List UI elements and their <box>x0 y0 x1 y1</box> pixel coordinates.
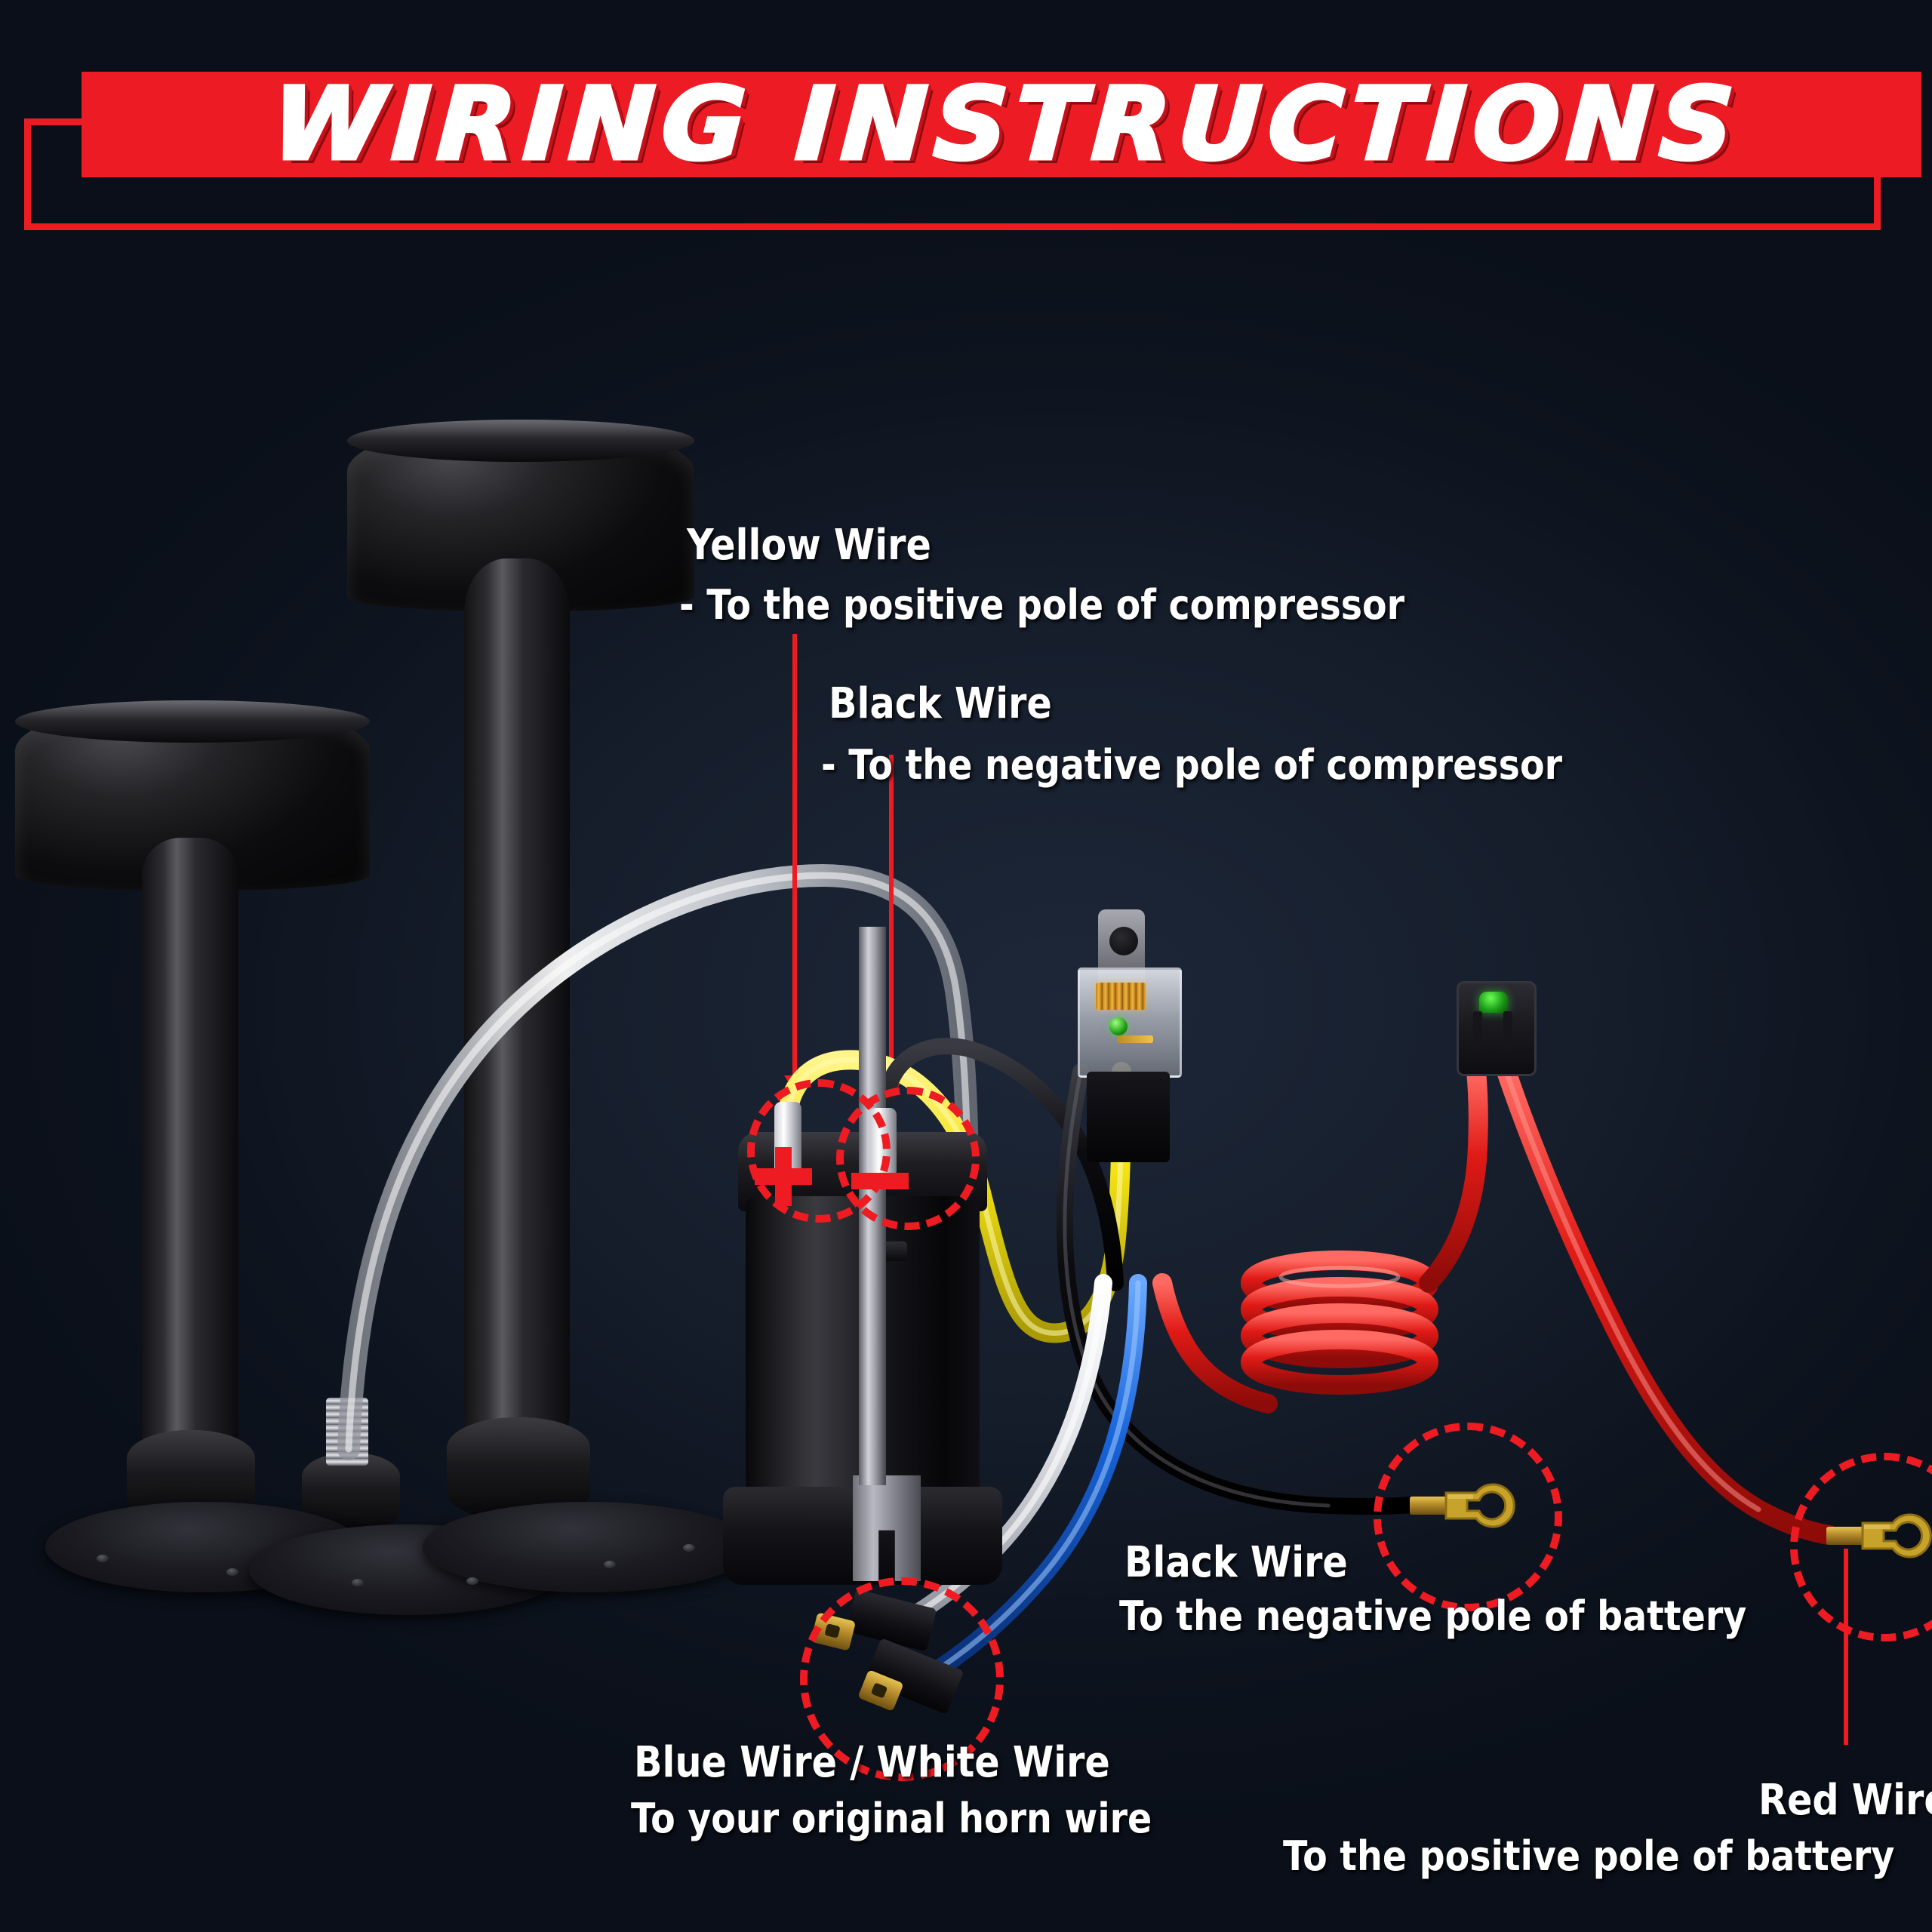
banner-bar: WIRING INSTRUCTIONS <box>82 64 1921 185</box>
callout-red-wire-detail: To the positive pole of battery <box>1283 1832 1895 1880</box>
wire-red-fuse <box>1419 1062 1488 1293</box>
horn-small-throat <box>142 838 238 1464</box>
fuse-slot <box>1473 1011 1482 1051</box>
fuse-slot <box>1503 1011 1512 1051</box>
baseplate-bolt <box>352 1579 364 1586</box>
highlight-ring-spade-connectors <box>800 1577 1004 1781</box>
callout-yellow-wire-detail: - To the positive pole of compressor <box>679 581 1405 629</box>
highlight-ring-negative <box>836 1087 980 1230</box>
wire-red-coil <box>1241 1251 1438 1395</box>
baseplate-bolt <box>466 1577 478 1585</box>
baseplate-bolt <box>97 1555 109 1562</box>
callout-black-wire-compressor-detail: - To the negative pole of compressor <box>821 741 1563 789</box>
callout-blue-white-wire-heading: Blue Wire / White Wire <box>634 1738 1110 1787</box>
callout-black-wire-battery-heading: Black Wire <box>1124 1538 1348 1587</box>
relay-mounting-hole <box>1109 927 1138 955</box>
pointer-line-black-compressor <box>889 755 894 1094</box>
baseplate-bolt <box>683 1544 695 1552</box>
wire-black-compressor <box>878 1038 1124 1291</box>
blade-fuse-icon <box>1479 992 1508 1013</box>
callout-red-wire-heading: Red Wire <box>1758 1776 1932 1825</box>
relay-indicator-led <box>1109 1017 1128 1035</box>
wire-red-battery <box>1497 1062 1839 1545</box>
baseplate-bolt <box>604 1561 616 1568</box>
relay-contact-bar <box>1117 1035 1153 1043</box>
relay-base <box>1087 1072 1170 1162</box>
horn-large-bell-lip <box>347 420 694 462</box>
banner: WIRING INSTRUCTIONS <box>0 64 1932 245</box>
callout-black-wire-battery-detail: To the negative pole of battery <box>1119 1592 1747 1640</box>
highlight-ring-red-terminal <box>1790 1453 1932 1641</box>
pointer-line-yellow <box>792 634 797 1087</box>
callout-yellow-wire-heading: Yellow Wire <box>687 521 931 570</box>
horn-small-bell-lip <box>15 700 370 743</box>
pointer-line-red-wire <box>1844 1549 1848 1745</box>
relay-coil <box>1096 983 1146 1010</box>
baseplate-bolt <box>226 1568 238 1576</box>
callout-black-wire-compressor-heading: Black Wire <box>829 679 1052 728</box>
highlight-ring-black-terminal <box>1374 1423 1562 1611</box>
relay-clear-housing <box>1078 968 1182 1078</box>
callout-blue-white-wire-detail: To your original horn wire <box>631 1795 1152 1842</box>
horn-baseplate-right <box>423 1502 755 1592</box>
wire-red-relay <box>1152 1273 1278 1414</box>
